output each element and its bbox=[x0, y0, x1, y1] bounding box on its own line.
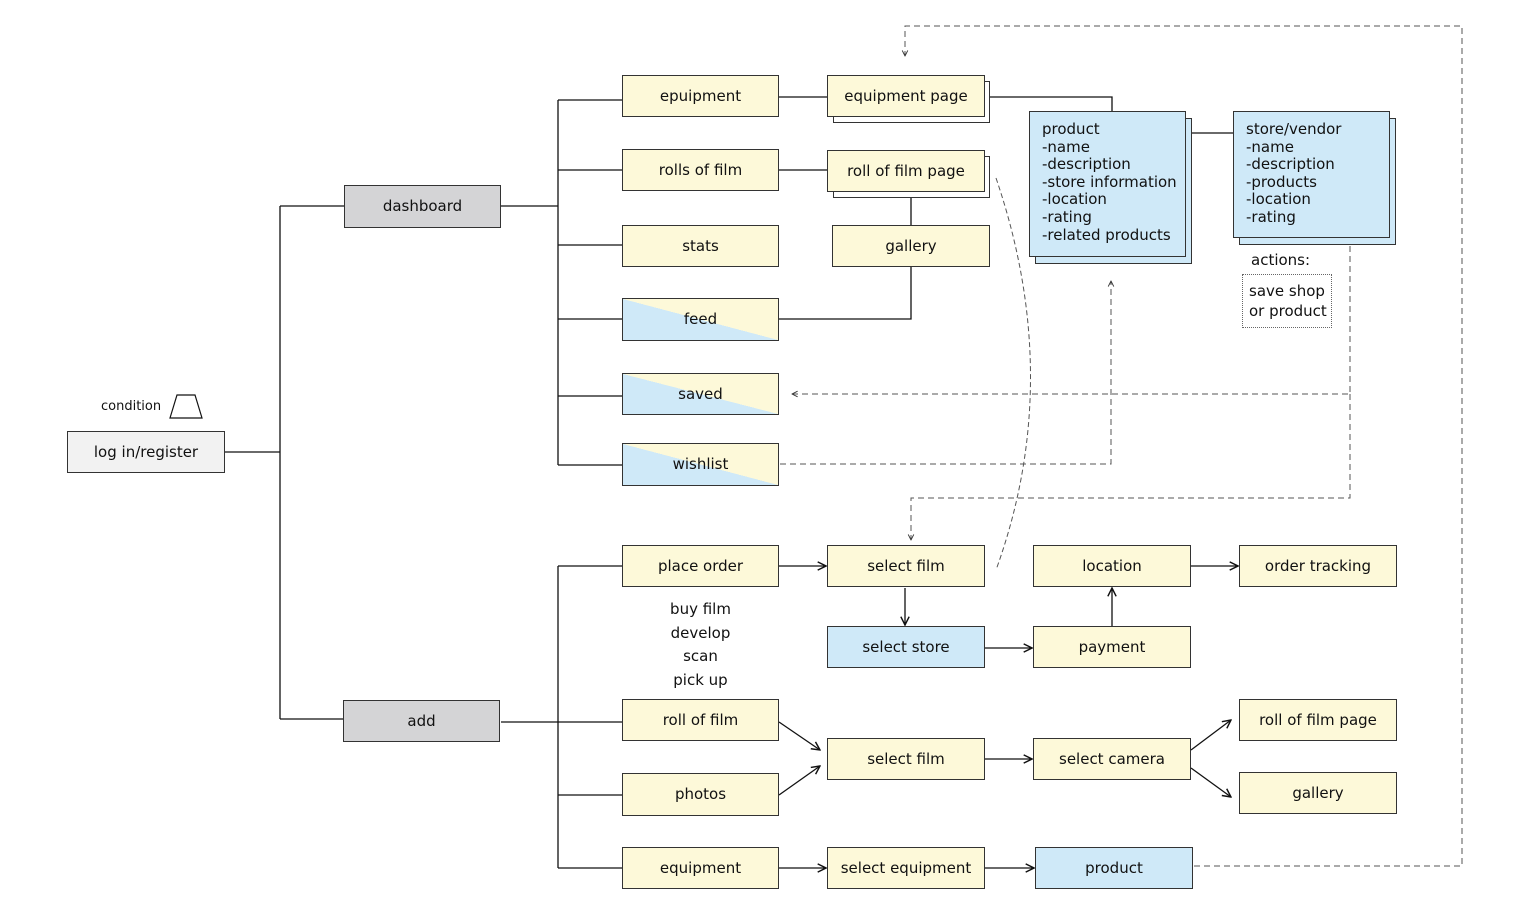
product-card-line: -description bbox=[1042, 155, 1131, 174]
order-payment[interactable]: payment bbox=[1033, 626, 1191, 668]
add-item-roll-of-film[interactable]: roll of film bbox=[622, 699, 779, 741]
dashboard-item-wishlist[interactable]: wishlist bbox=[622, 443, 779, 486]
upload-roll-of-film-page[interactable]: roll of film page bbox=[1239, 699, 1397, 741]
actions-title: actions: bbox=[1251, 251, 1311, 269]
condition-shape bbox=[169, 394, 203, 419]
order-options-list: buy film develop scan pick up bbox=[622, 598, 779, 692]
equipment-page-node[interactable]: equipment page bbox=[827, 75, 985, 117]
product-card-line: -name bbox=[1042, 137, 1090, 156]
actions-line: save shop bbox=[1249, 282, 1325, 300]
order-option: pick up bbox=[673, 670, 728, 689]
upload-select-camera[interactable]: select camera bbox=[1033, 738, 1191, 780]
order-option: develop bbox=[670, 623, 731, 642]
order-location[interactable]: location bbox=[1033, 545, 1191, 587]
dashboard-item-saved[interactable]: saved bbox=[622, 373, 779, 415]
dashboard-item-equipment[interactable]: epuipment bbox=[622, 75, 779, 117]
dashboard-node[interactable]: dashboard bbox=[344, 185, 501, 228]
order-option: buy film bbox=[670, 600, 731, 618]
add-item-photos[interactable]: photos bbox=[622, 773, 779, 816]
upload-arrow-5 bbox=[1190, 767, 1231, 797]
gallery-feed-link bbox=[779, 267, 912, 320]
product-card-line: product bbox=[1042, 120, 1100, 138]
actions-line: or product bbox=[1249, 302, 1327, 320]
order-option: scan bbox=[683, 647, 718, 666]
add-item-place-order[interactable]: place order bbox=[622, 545, 779, 587]
add-branches bbox=[558, 565, 622, 869]
vendor-card-line: -name bbox=[1246, 137, 1294, 156]
add-node[interactable]: add bbox=[343, 700, 500, 742]
gallery-node[interactable]: gallery bbox=[832, 225, 990, 267]
vendor-card-line: -location bbox=[1246, 190, 1311, 209]
product-card[interactable]: product -name -description -store inform… bbox=[1029, 111, 1186, 257]
dashed-curve-film-page bbox=[995, 177, 1031, 571]
product-card-line: -rating bbox=[1042, 207, 1092, 226]
login-register-node[interactable]: log in/register bbox=[67, 431, 225, 473]
vendor-card-line: -products bbox=[1246, 172, 1317, 191]
select-equipment-node[interactable]: select equipment bbox=[827, 847, 985, 889]
dashboard-item-feed[interactable]: feed bbox=[622, 298, 779, 341]
product-node[interactable]: product bbox=[1035, 847, 1193, 889]
dashed-save-to-select-film bbox=[911, 394, 1351, 540]
roll-of-film-page-node[interactable]: roll of film page bbox=[827, 150, 985, 192]
upload-arrow-4 bbox=[1190, 720, 1231, 751]
actions-box[interactable]: save shop or product bbox=[1242, 274, 1332, 328]
product-card-line: -related products bbox=[1042, 225, 1171, 244]
upload-select-film[interactable]: select film bbox=[827, 738, 985, 780]
order-select-store[interactable]: select store bbox=[827, 626, 985, 668]
upload-arrow-1 bbox=[778, 721, 820, 750]
vendor-card-line: store/vendor bbox=[1246, 120, 1342, 138]
product-card-line: -location bbox=[1042, 190, 1107, 209]
product-card-line: -store information bbox=[1042, 172, 1177, 191]
vendor-card-line: -description bbox=[1246, 155, 1335, 174]
order-tracking[interactable]: order tracking bbox=[1239, 545, 1397, 587]
condition-legend-label: condition bbox=[101, 399, 162, 414]
order-select-film[interactable]: select film bbox=[827, 545, 985, 587]
vendor-card[interactable]: store/vendor -name -description -product… bbox=[1233, 111, 1390, 238]
vendor-card-line: -rating bbox=[1246, 207, 1296, 226]
add-item-equipment[interactable]: equipment bbox=[622, 847, 779, 889]
upload-gallery[interactable]: gallery bbox=[1239, 772, 1397, 814]
equipment-product-link bbox=[990, 96, 1113, 111]
dashboard-item-stats[interactable]: stats bbox=[622, 225, 779, 267]
upload-arrow-2 bbox=[778, 766, 820, 796]
dashboard-item-rolls-of-film[interactable]: rolls of film bbox=[622, 149, 779, 191]
dashboard-branches bbox=[558, 99, 622, 466]
dashed-wishlist-to-product bbox=[780, 281, 1111, 465]
